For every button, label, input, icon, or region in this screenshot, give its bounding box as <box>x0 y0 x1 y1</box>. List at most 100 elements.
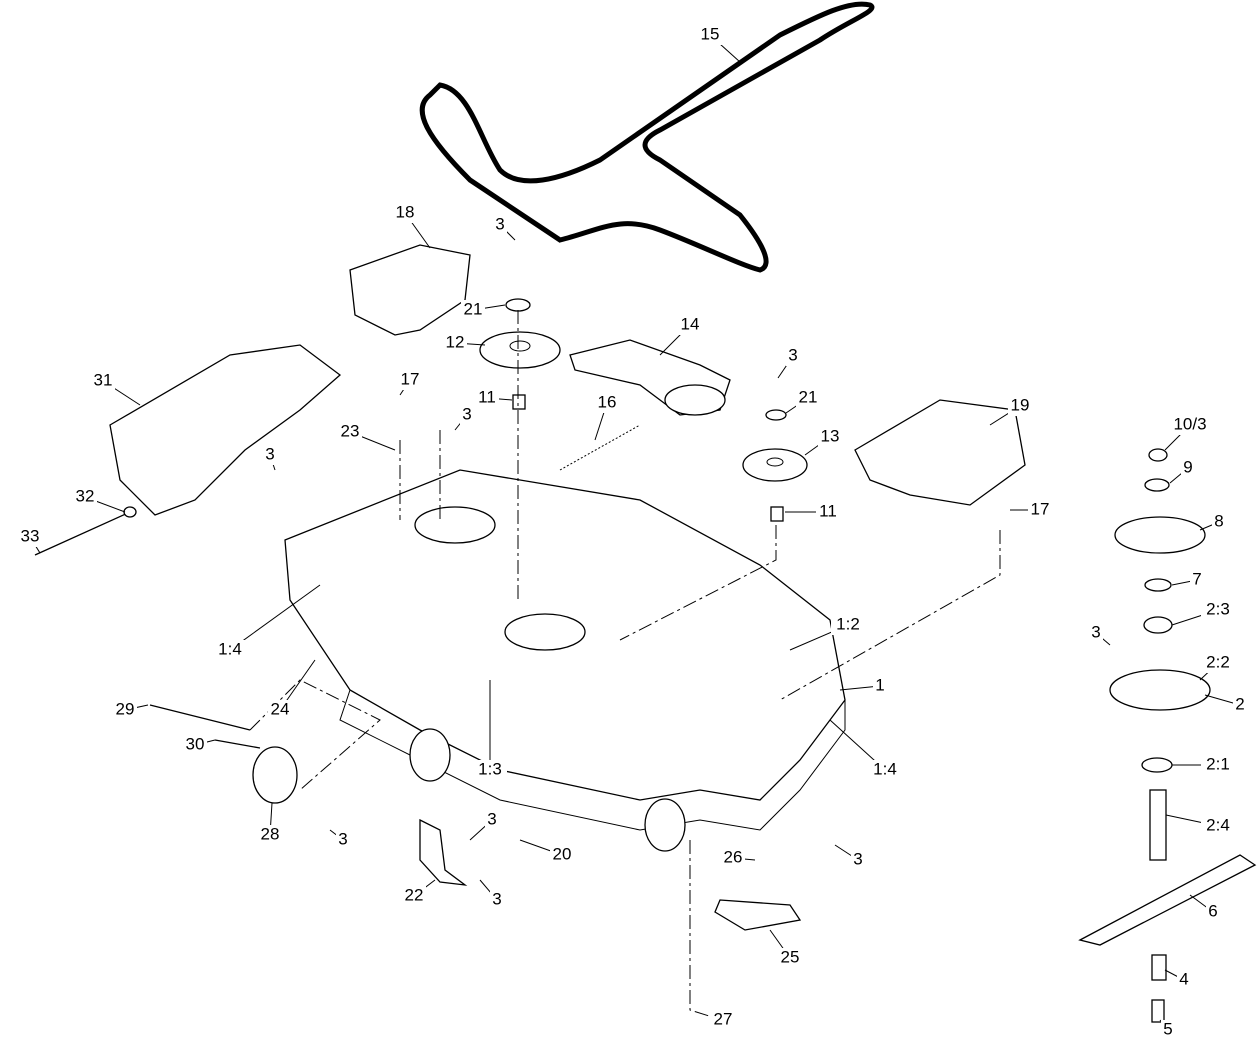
callout-label: 21 <box>464 299 483 318</box>
callout-background <box>711 1010 735 1030</box>
callout-background <box>258 825 282 845</box>
spindle-housing <box>1109 669 1211 711</box>
callout-label: 1:2 <box>836 614 860 633</box>
callout-background <box>475 388 499 408</box>
callout-label: 3 <box>487 809 496 828</box>
callout-background <box>1201 755 1235 775</box>
callout-label: 14 <box>681 314 700 333</box>
callout-background <box>485 810 499 830</box>
callout-background <box>213 640 247 660</box>
callout-background <box>1212 512 1226 532</box>
callout-label: 10/3 <box>1173 414 1206 433</box>
callout-background <box>460 405 474 425</box>
callout-background <box>18 527 42 547</box>
spacer-11a <box>512 394 526 410</box>
washer-21b <box>765 409 787 421</box>
callout-background <box>1008 396 1032 416</box>
callout-background <box>1201 653 1235 673</box>
deck-pulley-center <box>504 613 586 651</box>
spindle-pulley <box>1114 516 1206 554</box>
callout-background <box>393 203 417 223</box>
callout-label: 2:4 <box>1206 815 1230 834</box>
callout-background <box>868 760 902 780</box>
callout-background <box>1190 570 1204 590</box>
callout-label: 33 <box>21 526 40 545</box>
callout-label: 8 <box>1214 511 1223 530</box>
callout-background <box>1168 415 1212 435</box>
callout-label: 13 <box>821 426 840 445</box>
callout-label: 9 <box>1183 457 1192 476</box>
callout-label: 1:4 <box>218 639 242 658</box>
washer-21a <box>505 298 531 312</box>
callout-label: 16 <box>598 392 617 411</box>
callout-label: 11 <box>478 387 496 406</box>
skid-22 <box>419 818 468 886</box>
callout-label: 17 <box>401 369 420 388</box>
callout-background <box>1028 500 1052 520</box>
spacer-11b <box>770 506 784 522</box>
callout-label: 20 <box>553 844 572 863</box>
side-discharge-chute <box>109 344 342 516</box>
callout-label: 12 <box>446 332 465 351</box>
callout-label: 2:1 <box>1206 754 1230 773</box>
bracket-25 <box>714 899 802 931</box>
callout-label: 11 <box>819 501 837 520</box>
callout-background <box>721 848 745 868</box>
callout-label: 25 <box>781 947 800 966</box>
callout-label: 2:2 <box>1206 652 1230 671</box>
callout-label: 19 <box>1011 395 1030 414</box>
callout-background <box>678 315 702 335</box>
callout-background <box>1181 458 1195 478</box>
callout-background <box>336 830 350 850</box>
mower-blade <box>1078 854 1257 946</box>
callout-label: 7 <box>1192 569 1201 588</box>
callout-label: 3 <box>788 345 797 364</box>
callout-background <box>263 445 277 465</box>
callout-label: 1:4 <box>873 759 897 778</box>
callout-label: 26 <box>724 847 743 866</box>
callout-background <box>443 333 467 353</box>
callout-label: 3 <box>1091 622 1100 641</box>
drive-belt <box>419 1 875 273</box>
callout-label: 2 <box>1235 694 1244 713</box>
callout-label: 3 <box>492 889 501 908</box>
callout-background <box>183 735 207 755</box>
callout-background <box>595 393 619 413</box>
callout-label: 27 <box>714 1009 733 1028</box>
callout-label: 17 <box>1031 499 1050 518</box>
deck-pulley-left <box>414 506 496 544</box>
callout-label: 4 <box>1179 969 1188 988</box>
callout-background <box>338 422 362 442</box>
callout-background <box>818 427 842 447</box>
callout-background <box>268 700 292 720</box>
callout-background <box>778 948 802 968</box>
callout-label: 18 <box>396 202 415 221</box>
right-belt-cover <box>854 399 1026 506</box>
callout-background <box>490 890 504 910</box>
callout-label: 3 <box>853 849 862 868</box>
callout-label: 2:3 <box>1206 599 1230 618</box>
callout-background <box>113 700 137 720</box>
callout-background <box>461 300 485 320</box>
leader-line <box>229 584 321 651</box>
callout-label: 24 <box>271 699 290 718</box>
callout-label: 6 <box>1208 901 1217 920</box>
callout-background <box>73 487 97 507</box>
callout-background <box>698 25 722 45</box>
callout-label: 1:3 <box>478 759 502 778</box>
callout-label: 5 <box>1163 1019 1172 1038</box>
callout-background <box>796 388 820 408</box>
callout-background <box>816 502 840 522</box>
pulley-12 <box>479 331 561 369</box>
callout-label: 3 <box>265 444 274 463</box>
callout-background <box>91 371 115 391</box>
callout-background <box>1089 623 1103 643</box>
callout-label: 15 <box>701 24 720 43</box>
callout-label: 22 <box>405 885 424 904</box>
callout-label: 30 <box>186 734 205 753</box>
callout-label: 21 <box>799 387 818 406</box>
callout-background <box>1206 902 1220 922</box>
anti-scalp-wheel-right <box>644 798 686 852</box>
tension-spring <box>559 424 641 471</box>
callout-background <box>1201 816 1235 836</box>
